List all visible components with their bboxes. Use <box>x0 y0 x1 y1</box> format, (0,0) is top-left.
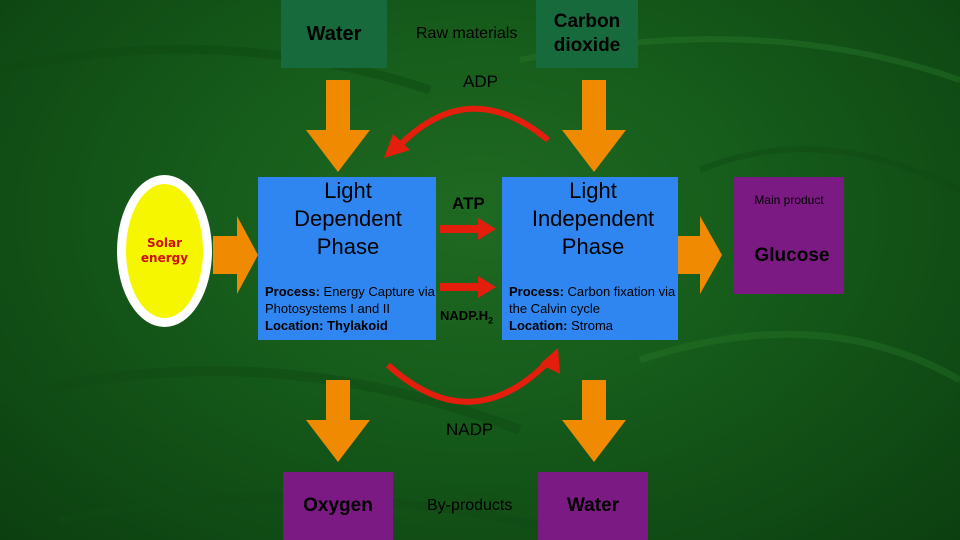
nadph-arrowhead <box>478 276 496 298</box>
nadph-arrow-shaft <box>440 283 480 291</box>
by-products-label: By-products <box>427 497 513 514</box>
water-output-label: Water <box>566 495 620 516</box>
nadph-prefix: NADP.H <box>440 308 489 323</box>
solar-energy-sun: Solar energy <box>117 175 212 327</box>
solar-energy-label: Solar energy <box>140 236 189 265</box>
nadp-label: NADP <box>446 420 494 439</box>
ld-process-text: Energy Capture via Photosystems I and II <box>265 284 435 316</box>
li-process-text: Carbon fixation via the Calvin cycle <box>509 284 676 316</box>
li-process-label: Process: <box>509 284 564 299</box>
li-location-text: Stroma <box>567 318 614 333</box>
adp-arrowhead <box>384 134 410 158</box>
oxygen-label: Oxygen <box>303 495 373 516</box>
solar-right-arrow <box>213 216 258 294</box>
ld-process-label: Process: <box>265 284 320 299</box>
atp-arrow-shaft <box>440 225 480 233</box>
sun-inner: Solar energy <box>126 184 203 318</box>
light-dependent-details: Process: Energy Capture via Photosystems… <box>265 283 435 334</box>
oxygen-box: Oxygen <box>283 472 393 540</box>
oxygen-down-arrow <box>306 380 370 462</box>
glucose-label: Glucose <box>754 245 830 266</box>
light-independent-title: Light Independent Phase <box>531 178 655 259</box>
carbon-dioxide-label: Carbon dioxide <box>553 11 621 56</box>
adp-label: ADP <box>463 72 498 91</box>
light-independent-box: Light Independent Phase Process: Carbon … <box>502 177 678 340</box>
nadph-sub: 2 <box>488 315 494 326</box>
atp-label: ATP <box>452 194 485 213</box>
ld-location: Location: Thylakoid <box>265 318 388 333</box>
atp-arrowhead <box>478 218 496 240</box>
water-out-down-arrow <box>562 380 626 462</box>
co2-down-arrow <box>562 80 626 172</box>
water-down-arrow <box>306 80 370 172</box>
nadp-arrowhead <box>540 348 560 374</box>
light-independent-details: Process: Carbon fixation via the Calvin … <box>509 283 677 334</box>
main-product-label: Main product <box>754 193 824 207</box>
water-input-box: Water <box>281 0 387 68</box>
carbon-dioxide-box: Carbon dioxide <box>536 0 638 68</box>
nadph-label: NADP.H2 <box>440 308 493 326</box>
adp-curve-arrow <box>397 105 550 148</box>
glucose-box: Main product Glucose <box>734 177 844 294</box>
li-location-label: Location: <box>509 318 568 333</box>
water-input-label: Water <box>306 22 362 45</box>
light-dependent-box: Light Dependent Phase Process: Energy Ca… <box>258 177 436 340</box>
light-dependent-title: Light Dependent Phase <box>294 178 402 259</box>
raw-materials-label: Raw materials <box>416 25 518 42</box>
nadp-curve-arrow <box>385 359 551 405</box>
water-output-box: Water <box>538 472 648 540</box>
glucose-right-arrow <box>678 216 722 294</box>
